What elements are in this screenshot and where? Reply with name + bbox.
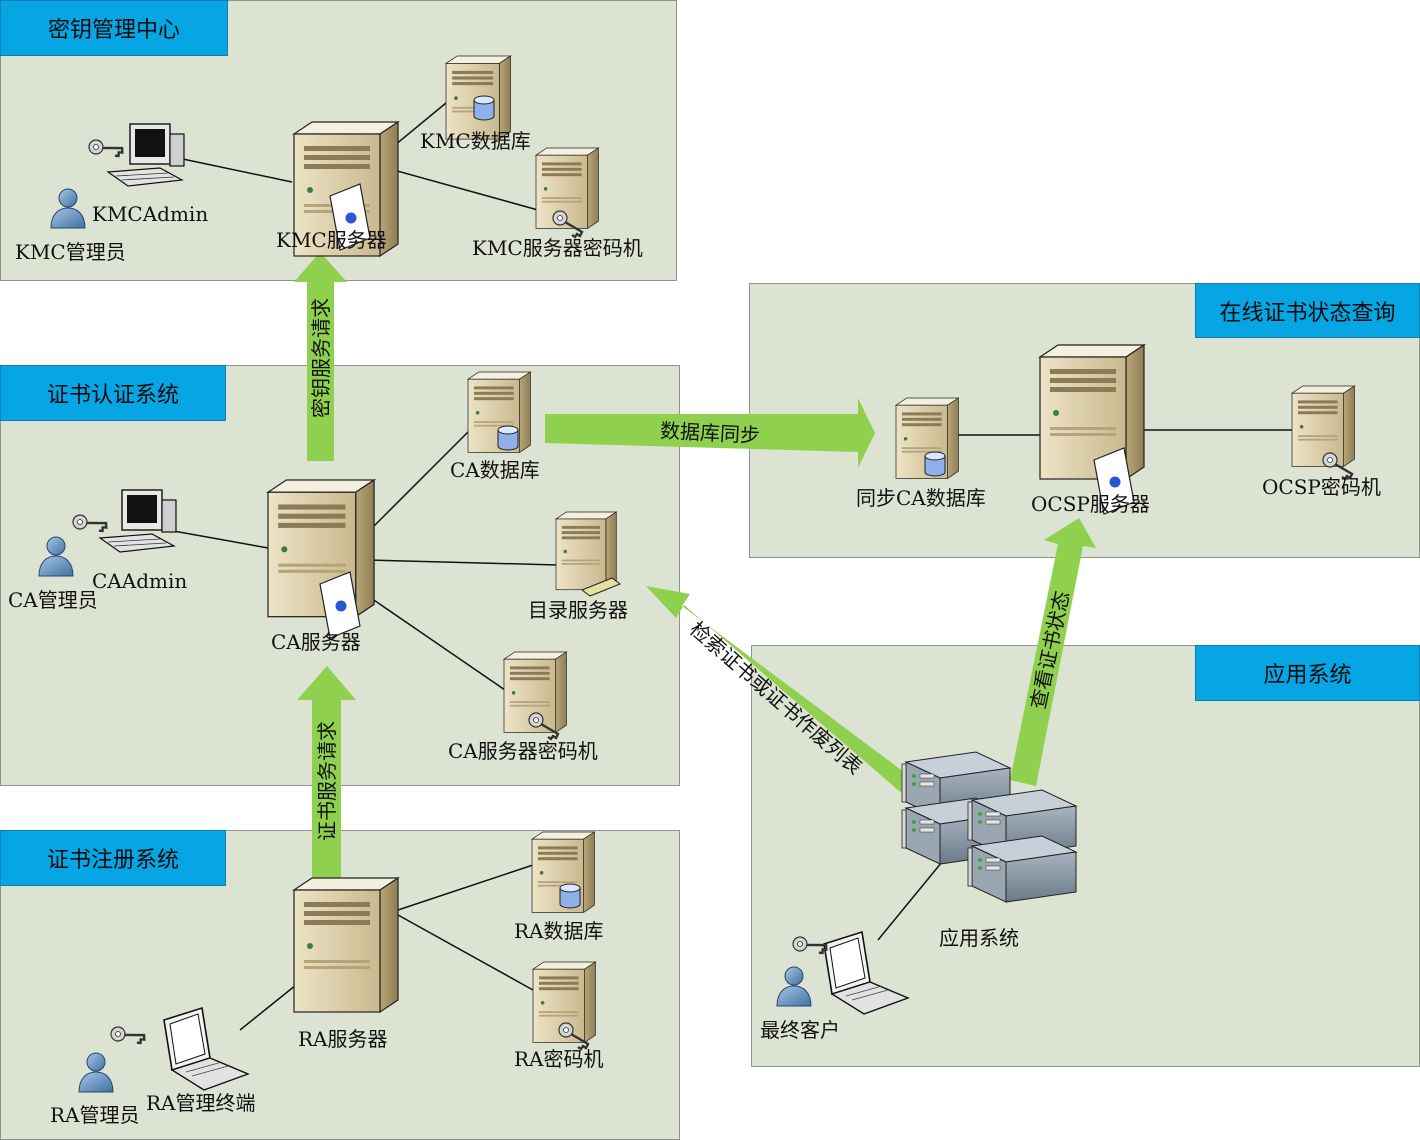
ocsp-hsm-label: OCSP密码机: [1262, 475, 1381, 499]
ra-panel-title: 证书注册系统: [0, 830, 226, 886]
cert-service-arrow: [297, 666, 356, 893]
ra-manager-key-icon: [107, 1015, 148, 1056]
end-user-laptop-icon: [823, 931, 909, 1015]
app-system-label: 应用系统: [939, 926, 1019, 950]
retrieve-arrow: [646, 586, 906, 797]
kmc-panel-title: 密钥管理中心: [0, 0, 228, 56]
ra-manager-user-icon: [78, 1052, 114, 1093]
kmc-server-label: KMC服务器: [276, 228, 387, 252]
db-sync-arrow: [545, 398, 875, 468]
ra-db-icon: [559, 883, 581, 909]
ca-server-icon: [267, 479, 375, 618]
ca-hsm-label: CA服务器密码机: [448, 739, 598, 763]
ca-admin-key-icon: [69, 503, 110, 544]
ca-admin-pc-icon: [99, 489, 177, 553]
ca-admin-label: CAAdmin: [92, 569, 188, 593]
ra-terminal-label: RA管理终端: [146, 1091, 256, 1115]
cert-service-arrow-label: 证书服务请求: [315, 721, 339, 841]
sync-db-label: 同步CA数据库: [856, 486, 986, 510]
ra-server-label: RA服务器: [298, 1027, 388, 1051]
end-user-label: 最终客户: [760, 1018, 840, 1042]
dir-server-label: 目录服务器: [528, 598, 628, 622]
key-service-arrow-label: 密钥服务请求: [309, 298, 333, 418]
kmc-admin-key-icon: [85, 128, 126, 169]
kmc-admin-label: KMCAdmin: [92, 202, 209, 226]
ca-manager-label: CA管理员: [8, 588, 98, 612]
ocsp-server-icon: [1039, 344, 1145, 480]
ra-server-icon: [293, 877, 399, 1013]
ra-db-label: RA数据库: [514, 919, 604, 943]
ca-panel-title: 证书认证系统: [0, 365, 226, 421]
ca-manager-user-icon: [38, 536, 74, 577]
key-service-arrow: [294, 252, 347, 461]
end-user-key-icon: [789, 925, 830, 966]
ca-db-label: CA数据库: [450, 458, 540, 482]
ra-terminal-laptop-icon: [163, 1007, 249, 1091]
sync-db-icon: [924, 451, 946, 477]
ca-server-label: CA服务器: [271, 630, 361, 654]
flow-arrows: [294, 252, 1096, 893]
app-rack-4-icon: [967, 835, 1077, 903]
dir-server-book-icon: [580, 577, 622, 597]
kmc-db-icon: [473, 95, 495, 121]
ca-db-icon: [497, 425, 519, 451]
kmc-manager-label: KMC管理员: [15, 240, 126, 264]
ra-manager-label: RA管理员: [50, 1103, 140, 1127]
ra-hsm-label: RA密码机: [514, 1047, 604, 1071]
check-status-arrow: [1010, 518, 1096, 786]
end-user-icon: [776, 966, 812, 1007]
ocsp-panel-title: 在线证书状态查询: [1195, 283, 1420, 338]
ocsp-server-label: OCSP服务器: [1031, 492, 1150, 516]
dir-server-icon: [555, 511, 617, 591]
ocsp-hsm-server-icon: [1291, 385, 1355, 467]
db-sync-arrow-label: 数据库同步: [659, 418, 761, 448]
app-panel-title: 应用系统: [1195, 645, 1420, 701]
kmc-hsm-label: KMC服务器密码机: [472, 236, 643, 260]
kmc-manager-user-icon: [50, 188, 86, 229]
kmc-db-label: KMC数据库: [420, 129, 531, 153]
